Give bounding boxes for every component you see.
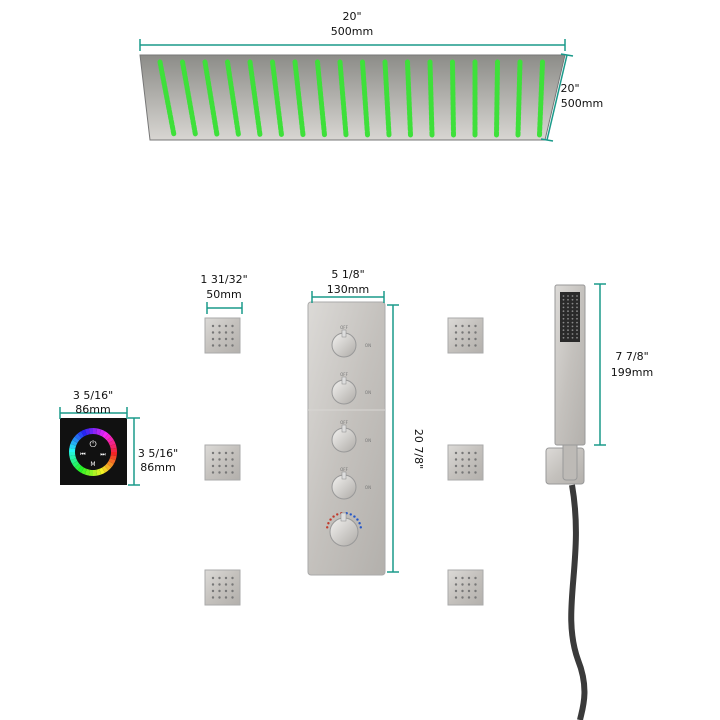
off-label: OFF (340, 420, 348, 425)
body-jet (204, 317, 241, 354)
led-strip (360, 59, 370, 138)
body-jet (204, 444, 241, 481)
hand-shower-height-dimension-line (594, 283, 606, 446)
led-strip (202, 59, 220, 138)
color-ring-segment (96, 468, 102, 476)
rain-depth-mm: 500mm (560, 97, 604, 110)
diverter-knob: OFF ON (331, 325, 371, 358)
panel-height-inch: 20 7/8" (412, 428, 425, 470)
color-ring-segment (99, 467, 105, 475)
rain-depth-inch: 20" (560, 82, 580, 95)
color-ring-segment (74, 463, 82, 471)
color-ring-segment (72, 436, 80, 444)
panel-width-mm: 130mm (326, 283, 370, 296)
panel-width-dimension-line (311, 291, 385, 303)
led-strip (537, 59, 545, 138)
diverter-knob: OFF ON (331, 467, 371, 500)
led-strip (292, 59, 306, 138)
thermostatic-control-panel: OFF ON OFF ON OFF ON OFF ON (307, 301, 386, 576)
color-ring-segment (77, 465, 85, 473)
rain-width-inch: 20" (342, 10, 362, 23)
controller-width-inch: 3 5/16" (72, 389, 114, 402)
jet-width-inch: 1 31/32" (200, 273, 248, 286)
led-touch-controller: ⏻ ⏮ ⏭ M (60, 418, 127, 485)
thermostatic-knob (326, 512, 362, 547)
body-jet (447, 569, 484, 606)
led-strip (382, 59, 392, 138)
color-ring-segment (77, 431, 85, 439)
color-ring-segment (81, 467, 87, 475)
jet-width-mm: 50mm (206, 288, 242, 301)
panel-height-dimension-line (387, 304, 399, 573)
led-strip (494, 59, 500, 138)
panel-width-inch: 5 1/8" (331, 268, 365, 281)
body-jet (447, 444, 484, 481)
color-ring-segment (69, 443, 77, 449)
led-strip (337, 59, 349, 138)
color-ring-segment (108, 440, 116, 446)
led-strip (515, 59, 523, 138)
body-jet (447, 317, 484, 354)
mode-button: M (90, 461, 95, 468)
controller-width-dimension-line (59, 407, 128, 419)
hand-shower-height-mm: 199mm (610, 366, 654, 379)
led-strip (270, 59, 284, 138)
diverter-knob: OFF ON (331, 372, 371, 405)
hand-shower-height-inch: 7 7/8" (615, 350, 649, 363)
color-ring-segment (109, 443, 117, 449)
color-ring-segment (84, 428, 90, 436)
led-strip (315, 59, 327, 138)
off-label: OFF (340, 325, 348, 330)
diverter-knob: OFF ON (331, 420, 371, 453)
hand-shower (545, 284, 588, 720)
next-icon: ⏭ (100, 451, 106, 458)
color-ring-segment (69, 455, 77, 461)
color-ring-segment (104, 433, 112, 441)
color-ring-segment (99, 429, 105, 437)
led-strip (450, 59, 456, 138)
led-strip (405, 59, 413, 138)
color-ring-segment (101, 465, 109, 473)
body-jet (204, 569, 241, 606)
color-ring-segment (72, 460, 80, 468)
controller-height-inch: 3 5/16" (137, 447, 179, 460)
off-label: OFF (340, 372, 348, 377)
color-ring-segment (70, 440, 78, 446)
controller-height-dimension-line (128, 417, 140, 486)
led-strip (225, 59, 241, 138)
color-ring-segment (96, 428, 102, 436)
color-ring-segment (74, 433, 82, 441)
previous-icon: ⏮ (80, 451, 86, 458)
led-strip (427, 59, 435, 138)
color-ring-segment (84, 468, 90, 476)
controller-height-mm: 86mm (140, 461, 176, 474)
rain-width-dimension-line (139, 39, 566, 51)
rain-depth-dimension-line (540, 53, 574, 142)
rain-shower-head (139, 54, 566, 141)
body-jets (204, 317, 484, 606)
rain-width-mm: 500mm (330, 25, 374, 38)
color-ring-segment (106, 460, 114, 468)
color-ring-segment (109, 455, 117, 461)
led-strip (180, 59, 198, 138)
led-strip (157, 59, 177, 138)
led-strip (247, 59, 263, 138)
color-ring-segment (106, 436, 114, 444)
power-icon: ⏻ (89, 439, 96, 450)
controller-width-mm: 86mm (75, 403, 111, 416)
color-ring-segment (104, 463, 112, 471)
color-ring-segment (101, 431, 109, 439)
led-nozzle-rows (157, 59, 545, 138)
on-label: ON (365, 485, 371, 490)
color-ring-segment (81, 429, 87, 437)
color-ring-segment (70, 458, 78, 464)
on-label: ON (365, 390, 371, 395)
on-label: ON (365, 343, 371, 348)
off-label: OFF (340, 467, 348, 472)
on-label: ON (365, 438, 371, 443)
color-ring-segment (108, 458, 116, 464)
jet-width-dimension-line (206, 302, 243, 314)
